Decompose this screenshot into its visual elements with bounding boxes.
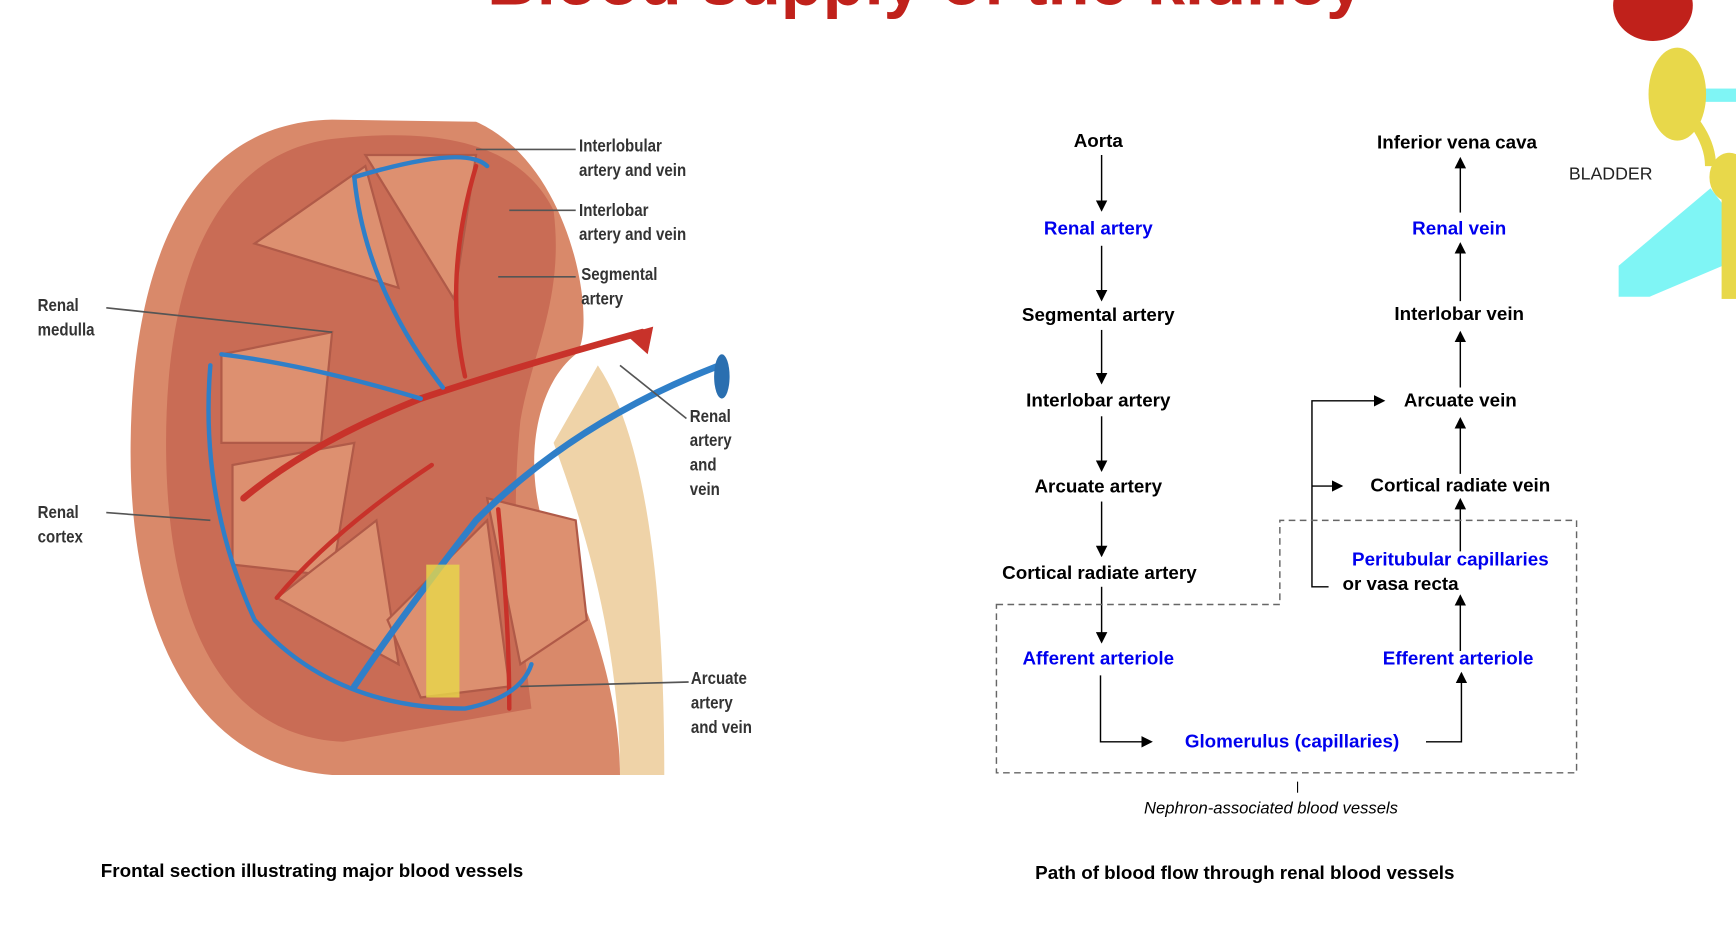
node-cortical-radiate-vein: Cortical radiate vein bbox=[1370, 474, 1551, 496]
right-caption: Path of blood flow through renal blood v… bbox=[1035, 862, 1455, 884]
label-arcuate: Arcuate artery and vein bbox=[690, 669, 752, 738]
label-renal-artery-vein: Renal artery and vein bbox=[689, 407, 732, 500]
node-arcuate-vein: Arcuate vein bbox=[1403, 389, 1517, 411]
node-cortical-radiate-artery: Cortical radiate artery bbox=[1002, 562, 1197, 584]
node-afferent-arteriole: Afferent arteriole bbox=[1022, 647, 1175, 669]
label-interlobular: Interlobular artery and vein bbox=[579, 137, 687, 181]
node-vasa-recta: or vasa recta bbox=[1342, 573, 1459, 595]
node-interlobar-artery: Interlobar artery bbox=[1026, 389, 1171, 411]
node-interlobar-vein: Interlobar vein bbox=[1394, 303, 1525, 325]
node-efferent-arteriole: Efferent arteriole bbox=[1382, 647, 1534, 669]
bladder-label: BLADDER bbox=[1568, 164, 1653, 184]
nephron-label: Nephron-associated blood vessels bbox=[1144, 799, 1398, 819]
nephron-dashed-box bbox=[995, 519, 1578, 774]
node-arcuate-artery: Arcuate artery bbox=[1034, 476, 1163, 498]
node-segmental-artery: Segmental artery bbox=[1021, 304, 1175, 326]
node-peritubular-capillaries: Peritubular capillaries bbox=[1352, 549, 1549, 571]
label-renal-medulla: Renal medulla bbox=[37, 296, 95, 340]
node-glomerulus: Glomerulus (capillaries) bbox=[1184, 730, 1400, 752]
node-inferior-vena-cava: Inferior vena cava bbox=[1376, 131, 1538, 153]
label-interlobar: Interlobar artery and vein bbox=[579, 201, 687, 245]
node-aorta: Aorta bbox=[1073, 130, 1123, 152]
kidney-illustration bbox=[106, 119, 730, 775]
node-renal-vein: Renal vein bbox=[1412, 218, 1507, 240]
label-segmental: Segmental artery bbox=[581, 265, 658, 309]
label-renal-cortex: Renal cortex bbox=[37, 503, 83, 547]
left-caption: Frontal section illustrating major blood… bbox=[100, 860, 524, 882]
node-renal-artery: Renal artery bbox=[1043, 218, 1153, 240]
slide-title: Blood supply of the kidney bbox=[487, 0, 1364, 21]
